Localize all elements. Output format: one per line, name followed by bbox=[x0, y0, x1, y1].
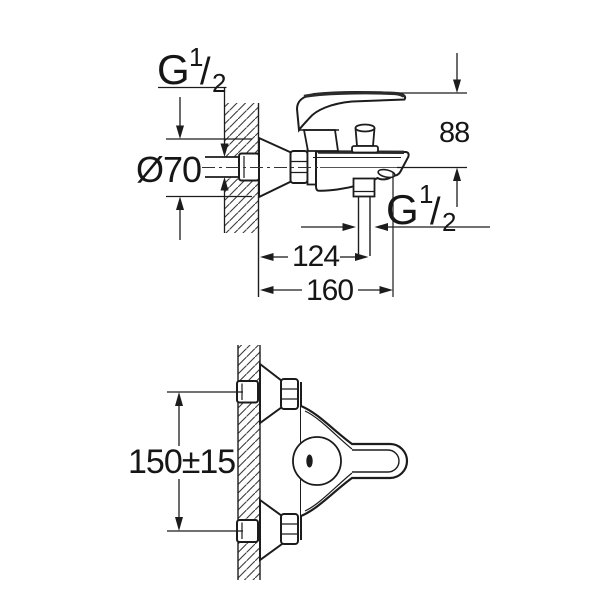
front-view: 150±15 bbox=[128, 345, 409, 580]
numerator-glyph: 1 bbox=[419, 179, 433, 209]
dim-outlet-thread: G 1 / 2 bbox=[301, 179, 490, 237]
arrowhead-down bbox=[453, 79, 461, 93]
arrowhead-up bbox=[175, 392, 183, 406]
dim-70-label: Ø70 bbox=[136, 149, 201, 190]
slash-glyph: / bbox=[430, 191, 441, 233]
arrowhead-left bbox=[260, 286, 274, 294]
dim-160-label: 160 bbox=[306, 274, 353, 307]
lever-pivot-dome bbox=[292, 436, 342, 486]
g-glyph: G bbox=[386, 186, 419, 233]
dim-inlet-thread-label: G 1 / 2 bbox=[157, 42, 226, 98]
valve-tower bbox=[302, 129, 340, 152]
trumpet-inner-bottom bbox=[304, 472, 353, 512]
arrowhead-right bbox=[355, 253, 369, 261]
faucet-body-front bbox=[292, 382, 409, 540]
dim-150-label: 150±15 bbox=[128, 443, 235, 481]
denominator-glyph: 2 bbox=[442, 207, 456, 237]
top-connection bbox=[236, 361, 299, 425]
arrowhead-up bbox=[176, 196, 184, 210]
spout bbox=[313, 150, 410, 192]
arrowhead-left bbox=[374, 223, 388, 231]
body-trumpet-outline bbox=[300, 404, 409, 518]
arrowhead-up bbox=[220, 177, 229, 191]
arrowhead-down bbox=[175, 517, 183, 531]
outlet-fitting bbox=[352, 177, 376, 198]
dim-88-label: 88 bbox=[439, 117, 469, 149]
dim-connection-distance: 150±15 bbox=[128, 391, 243, 532]
bottom-connection bbox=[236, 498, 299, 562]
pipe-fill bbox=[205, 157, 240, 177]
dim-height-88: 88 bbox=[397, 53, 470, 207]
dim-outlet-thread-label: G 1 / 2 bbox=[386, 179, 456, 237]
escutcheon-cone-top bbox=[259, 361, 283, 425]
arrowhead-right bbox=[342, 223, 356, 231]
arrowhead-right bbox=[379, 286, 393, 294]
knob-flange bbox=[351, 145, 379, 154]
arrowhead-up bbox=[453, 167, 461, 181]
arrowhead-left bbox=[260, 253, 274, 261]
dim-inlet-thread: G 1 / 2 bbox=[157, 42, 229, 233]
escutcheon-cone-bottom bbox=[259, 498, 283, 562]
arrowhead-down bbox=[220, 143, 229, 157]
pivot-marker-dot bbox=[306, 454, 313, 468]
hex-nut-top bbox=[280, 378, 299, 410]
dim-projection-124: 124 bbox=[260, 240, 369, 273]
numerator-glyph: 1 bbox=[189, 42, 203, 72]
trumpet-inner-top bbox=[304, 410, 353, 450]
aerator-outlet bbox=[377, 168, 396, 179]
slash-glyph: / bbox=[200, 51, 211, 93]
wall-section-side bbox=[224, 103, 260, 297]
dim-escutcheon-diameter: Ø70 bbox=[136, 97, 252, 240]
knob-top bbox=[354, 123, 376, 133]
handle-outline bbox=[295, 90, 407, 133]
shower-outlet bbox=[352, 177, 376, 256]
dim-projection-160: 160 bbox=[260, 172, 394, 307]
supply-pipe-stub bbox=[205, 156, 240, 178]
denominator-glyph: 2 bbox=[212, 68, 226, 98]
arrowhead-down bbox=[176, 125, 184, 139]
side-view: G 1 / 2 Ø70 88 bbox=[136, 42, 490, 307]
g-glyph: G bbox=[157, 46, 190, 93]
diverter-knob bbox=[351, 123, 379, 154]
lever-inner-outline bbox=[352, 449, 400, 473]
hex-nut-bottom bbox=[280, 513, 299, 545]
dim-124-label: 124 bbox=[292, 240, 339, 273]
lever-handle-side bbox=[295, 90, 407, 133]
handle-top-thick-edge bbox=[303, 91, 406, 99]
spout-outline bbox=[315, 150, 410, 192]
